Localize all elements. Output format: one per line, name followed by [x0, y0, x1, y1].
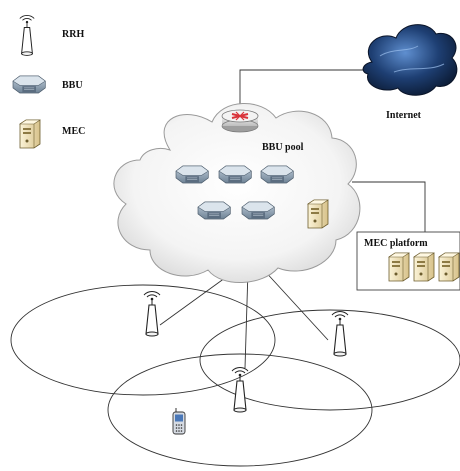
mec-platform: MEC platform — [356, 231, 460, 291]
router-internet-link — [239, 69, 372, 108]
mec-platform-server-icon — [413, 252, 435, 282]
rrh-antenna-left — [143, 290, 161, 337]
legend-label-bbu: BBU — [62, 80, 83, 91]
legend: RRH BBU MEC — [12, 14, 85, 149]
bbu-icon — [197, 201, 231, 220]
legend-label-mec: MEC — [62, 126, 85, 137]
coverage-cell-left — [10, 284, 276, 396]
link-rrh-right — [261, 267, 329, 341]
mec-platform-server-icon — [438, 252, 460, 282]
rrh-antenna-right — [331, 310, 349, 357]
bbu-icon — [260, 165, 294, 184]
legend-item-mec: MEC — [19, 119, 85, 149]
mobile-phone-icon — [172, 408, 186, 435]
coverage-cell-bottom — [107, 353, 373, 467]
pool-mec-platform-link — [352, 181, 426, 232]
bbu-icon — [175, 165, 209, 184]
legend-label-rrh: RRH — [62, 29, 84, 40]
bbu-icon — [241, 201, 275, 220]
coverage-cell-right — [199, 309, 460, 411]
internet-label: Internet — [386, 110, 422, 121]
mec-platform-label: MEC platform — [364, 238, 428, 249]
bbu-pool-label: BBU pool — [262, 142, 304, 153]
link-rrh-center — [244, 269, 249, 369]
coverage-cells — [10, 284, 460, 467]
bbu-pool-cloud — [113, 103, 361, 283]
mec-platform-server-icon — [388, 252, 410, 282]
dark-cloud-icon — [362, 24, 458, 96]
legend-item-rrh: RRH — [19, 14, 84, 56]
bbu-icon — [218, 165, 252, 184]
router-icon — [221, 109, 259, 133]
bbu-server-icon — [12, 75, 46, 94]
antenna-icon — [19, 14, 35, 56]
pool-mec-server-icon — [307, 199, 329, 229]
mec-server-icon — [19, 119, 41, 149]
legend-item-bbu: BBU — [12, 75, 83, 94]
